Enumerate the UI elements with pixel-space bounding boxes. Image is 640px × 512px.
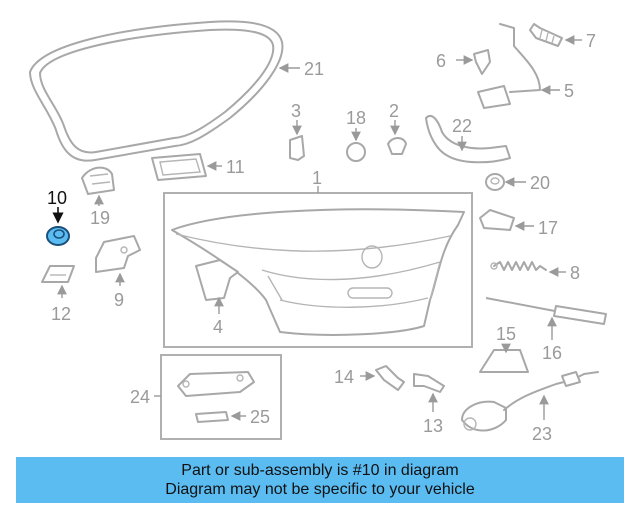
part-5-torsion-bar: [477, 23, 560, 109]
callout-10: 10: [47, 188, 67, 208]
callout-18: 18: [346, 108, 366, 128]
part-16-strut: [485, 297, 607, 340]
callout-12: 12: [51, 304, 71, 324]
callout-5: 5: [564, 81, 574, 101]
part-1-trunk-lid: [163, 186, 473, 348]
part-3-bumper: [289, 120, 305, 161]
callout-20: 20: [530, 173, 550, 193]
callout-8: 8: [570, 263, 580, 283]
callout-13: 13: [423, 416, 443, 436]
part-7-bolt: [529, 23, 582, 47]
callout-23: 23: [532, 424, 552, 444]
callout-16: 16: [542, 343, 562, 363]
part-20-grommet: [485, 173, 526, 191]
callout-3: 3: [291, 101, 301, 121]
caption-line-2: Diagram may not be specific to your vehi…: [165, 481, 475, 498]
callout-2: 2: [389, 101, 399, 121]
part-24-handle-assembly: [154, 354, 282, 440]
callout-6: 6: [436, 51, 446, 71]
callout-17: 17: [538, 218, 558, 238]
part-14-bolt: [360, 365, 405, 391]
part-10-grommet: [46, 207, 70, 246]
part-23-harness: [461, 371, 599, 432]
part-15-lamp: [479, 343, 529, 373]
callout-4: 4: [213, 317, 223, 337]
part-9-bracket: [95, 235, 141, 286]
callout-15: 15: [496, 324, 516, 344]
part-22-hinge: [425, 114, 511, 164]
part-2-cushion: [387, 120, 407, 155]
part-19-cover: [81, 166, 115, 206]
part-11-plate: [151, 153, 222, 181]
callout-9: 9: [114, 290, 124, 310]
callout-14: 14: [334, 367, 354, 387]
callout-25: 25: [250, 407, 270, 427]
caption-banner: Part or sub-assembly is #10 in diagram D…: [16, 457, 624, 503]
part-17-pad: [479, 209, 534, 231]
part-12-clip: [41, 265, 75, 298]
part-8-spring: [490, 261, 566, 277]
caption-line-1: Part or sub-assembly is #10 in diagram: [181, 462, 459, 479]
callout-11: 11: [226, 157, 245, 177]
part-18-stopper: [346, 128, 366, 162]
callout-1: 1: [312, 168, 322, 188]
part-13-stud: [413, 373, 445, 412]
callout-22: 22: [452, 116, 472, 136]
callout-7: 7: [586, 31, 596, 51]
part-21-weatherstrip: [29, 20, 300, 162]
callout-19: 19: [90, 208, 110, 228]
callout-21: 21: [304, 59, 324, 79]
callout-24: 24: [130, 387, 150, 407]
part-6-clip: [456, 49, 491, 75]
